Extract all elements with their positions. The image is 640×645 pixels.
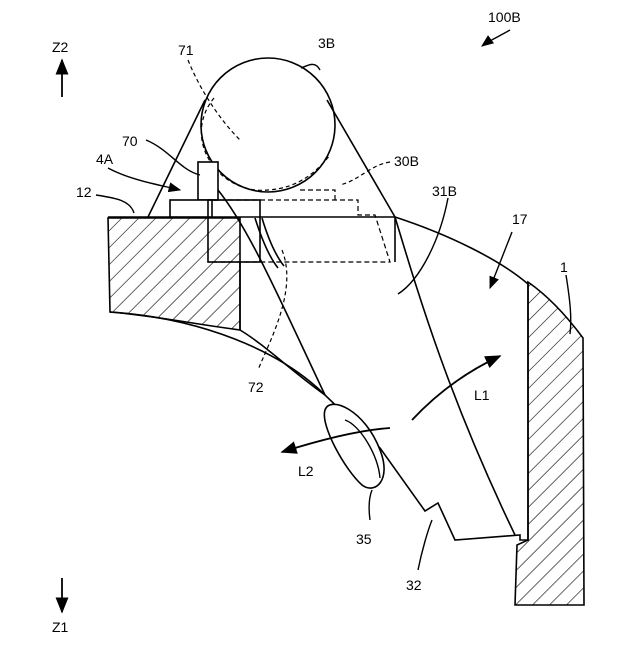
leader-4a xyxy=(108,168,180,190)
leader-100b xyxy=(482,30,510,46)
label-71: 71 xyxy=(178,42,194,58)
leader-32 xyxy=(418,520,432,570)
leader-70 xyxy=(146,140,200,175)
link-arm-inner-2 xyxy=(262,218,284,266)
label-l1: L1 xyxy=(474,387,490,403)
label-12: 12 xyxy=(76,184,92,200)
plate-4a xyxy=(170,200,212,217)
ball-right-leg xyxy=(327,100,395,217)
pivot-block-70 xyxy=(198,162,218,200)
label-17: 17 xyxy=(512,211,528,227)
label-3b: 3B xyxy=(318,35,335,51)
label-31b: 31B xyxy=(432,183,457,199)
label-72: 72 xyxy=(248,379,264,395)
direction-down-label: Z1 xyxy=(52,619,69,635)
label-1: 1 xyxy=(560,259,568,275)
label-4a: 4A xyxy=(96,151,114,167)
label-35: 35 xyxy=(356,531,372,547)
label-30b: 30B xyxy=(394,153,419,169)
label-l2: L2 xyxy=(298,463,314,479)
link-arm-inner xyxy=(255,218,278,268)
ball-3b xyxy=(201,58,335,192)
label-70: 70 xyxy=(122,133,138,149)
leader-12 xyxy=(96,195,134,213)
opening-35 xyxy=(324,404,384,488)
leader-31b xyxy=(398,198,448,294)
direction-up-label: Z2 xyxy=(52,39,69,55)
figure-label: 100B xyxy=(488,9,521,25)
housing-inner-edge xyxy=(395,217,515,535)
leader-35 xyxy=(369,490,372,520)
outer-wall-1 xyxy=(515,282,584,605)
slide-rail-hook xyxy=(300,190,335,200)
label-32: 32 xyxy=(406,577,422,593)
